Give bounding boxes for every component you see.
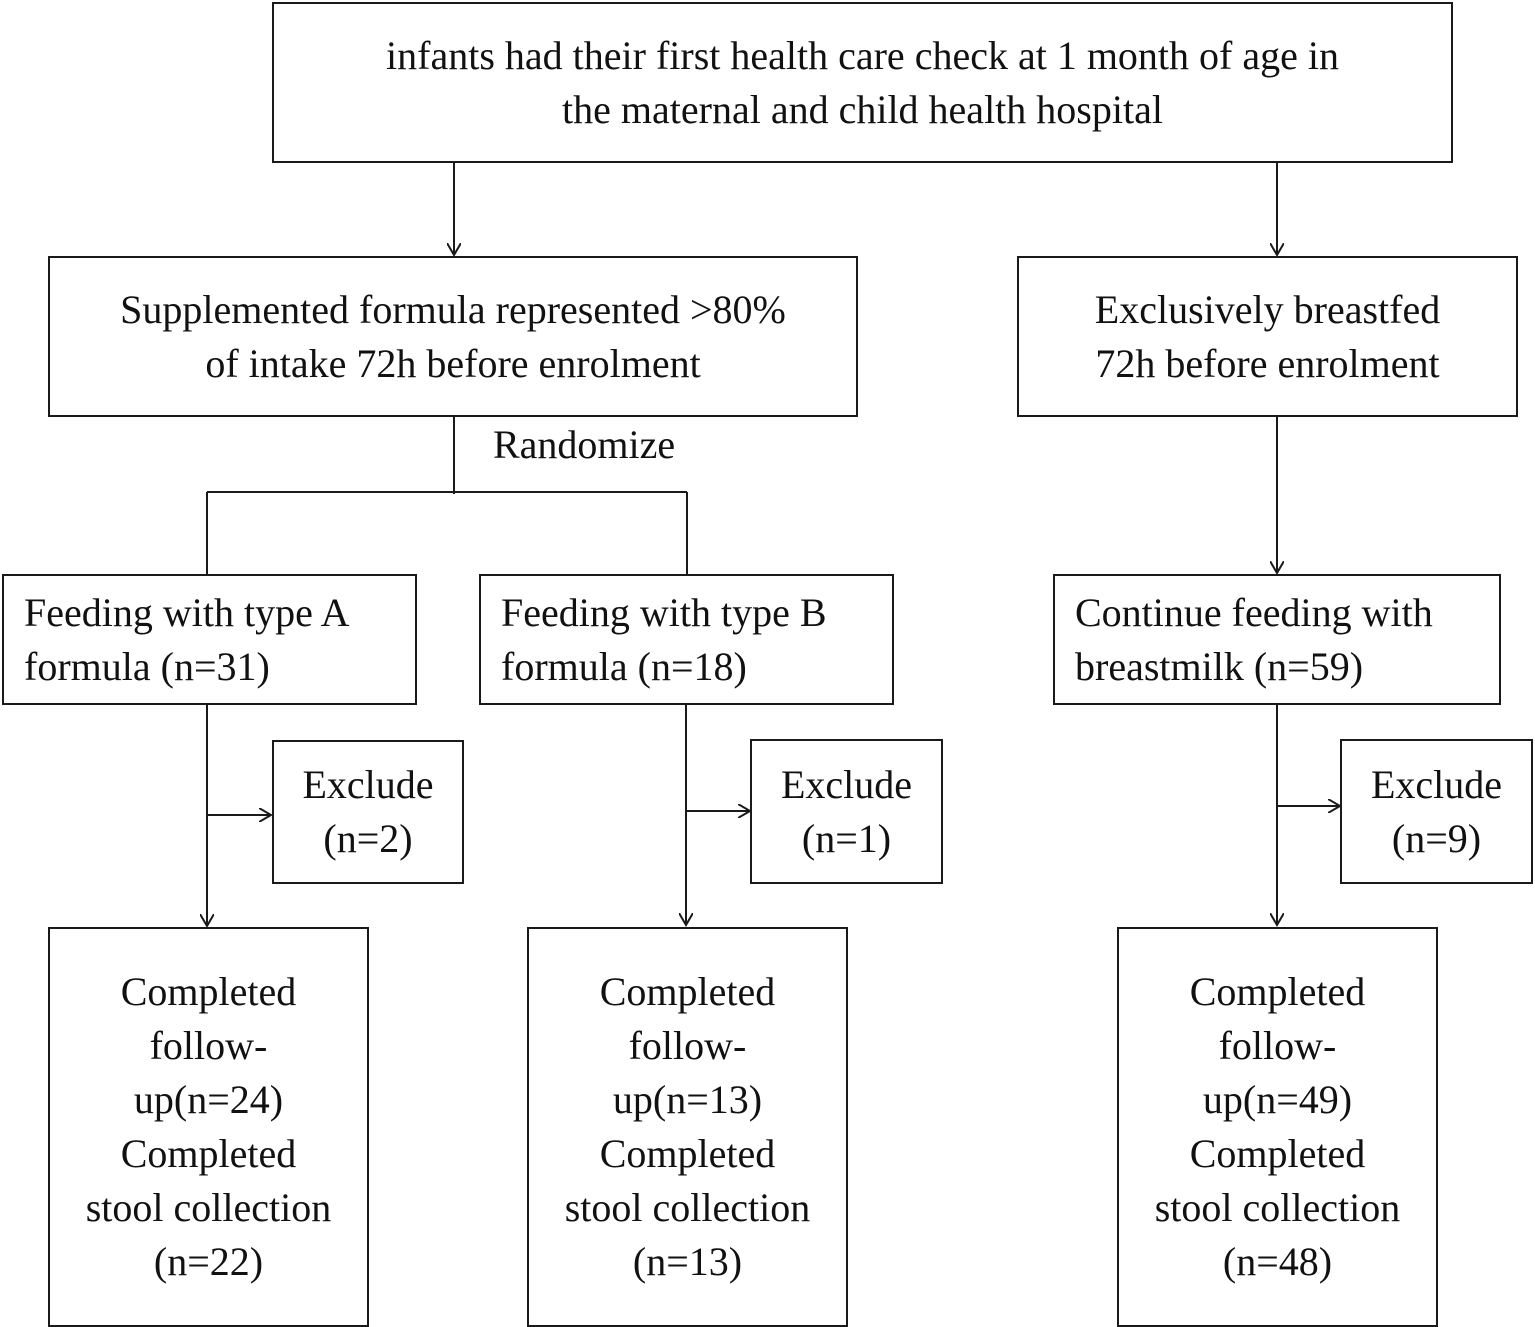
formula-group-line1: Supplemented formula represented >80% bbox=[120, 286, 786, 332]
formula-group-line2: of intake 72h before enrolment bbox=[205, 340, 701, 386]
arm-a-exclude-line1: Exclude bbox=[302, 762, 434, 807]
arm-a-completed-line: follow- bbox=[149, 1023, 268, 1068]
arm-b-feeding-box: Feeding with type B formula (n=18) bbox=[479, 574, 894, 705]
arm-b-completed-line: follow- bbox=[628, 1023, 747, 1068]
randomize-label: Randomize bbox=[493, 422, 676, 467]
arm-b-feeding-line2: formula (n=18) bbox=[501, 643, 747, 689]
arm-b-completed-line: Completed bbox=[599, 969, 776, 1014]
arm-b-completed-box: Completed follow- up(n=13) Completed sto… bbox=[527, 927, 848, 1327]
arm-b-feeding-line1: Feeding with type B bbox=[501, 589, 827, 635]
arm-b-completed-line: stool collection bbox=[564, 1185, 811, 1230]
arm-a-feeding-line2: formula (n=31) bbox=[24, 643, 270, 689]
arm-c-exclude-box: Exclude (n=9) bbox=[1340, 739, 1533, 884]
arm-b-completed-line: (n=13) bbox=[632, 1239, 743, 1284]
arm-b-exclude-line2: (n=1) bbox=[801, 815, 892, 861]
arm-c-feeding-line2: breastmilk (n=59) bbox=[1075, 643, 1364, 689]
arm-c-exclude-line1: Exclude bbox=[1370, 761, 1503, 807]
arm-c-completed-line: (n=48) bbox=[1222, 1239, 1333, 1284]
breastfed-group-line1: Exclusively breastfed bbox=[1094, 286, 1441, 332]
breastfed-group-box: Exclusively breastfed 72h before enrolme… bbox=[1017, 256, 1518, 417]
arm-b-completed-line: Completed bbox=[599, 1131, 776, 1176]
arm-a-exclude-box: Exclude (n=2) bbox=[272, 740, 464, 884]
arm-c-completed-line: stool collection bbox=[1154, 1185, 1401, 1230]
arm-a-completed-line: up(n=24) bbox=[133, 1077, 284, 1122]
arm-c-completed-line: follow- bbox=[1218, 1023, 1337, 1068]
arm-a-completed-line: Completed bbox=[120, 969, 297, 1014]
arm-c-feeding-line1: Continue feeding with bbox=[1075, 589, 1433, 635]
arm-a-feeding-line1: Feeding with type A bbox=[24, 589, 350, 635]
arm-c-completed-line: Completed bbox=[1189, 1131, 1366, 1176]
arm-c-completed-line: Completed bbox=[1189, 969, 1366, 1014]
breastfed-group-line2: 72h before enrolment bbox=[1095, 340, 1440, 386]
arm-a-completed-line: stool collection bbox=[85, 1185, 332, 1230]
arm-b-completed-line: up(n=13) bbox=[612, 1077, 763, 1122]
arm-c-feeding-box: Continue feeding with breastmilk (n=59) bbox=[1053, 574, 1501, 705]
formula-group-box: Supplemented formula represented >80% of… bbox=[48, 256, 858, 417]
arm-b-exclude-line1: Exclude bbox=[780, 761, 913, 807]
arm-c-completed-line: up(n=49) bbox=[1202, 1077, 1353, 1122]
arm-b-exclude-box: Exclude (n=1) bbox=[750, 739, 943, 884]
arm-a-completed-line: (n=22) bbox=[153, 1239, 264, 1284]
infants-first-check-line1: infants had their first health care chec… bbox=[386, 32, 1339, 78]
arm-c-exclude-line2: (n=9) bbox=[1391, 815, 1482, 861]
infants-first-check-line2: the maternal and child health hospital bbox=[562, 86, 1163, 132]
arm-a-completed-line: Completed bbox=[120, 1131, 297, 1176]
arm-a-completed-box: Completed follow- up(n=24) Completed sto… bbox=[48, 927, 369, 1327]
infants-first-check-box: infants had their first health care chec… bbox=[272, 2, 1453, 163]
arm-a-exclude-line2: (n=2) bbox=[323, 816, 413, 861]
arm-c-completed-box: Completed follow- up(n=49) Completed sto… bbox=[1117, 927, 1438, 1327]
arm-a-feeding-box: Feeding with type A formula (n=31) bbox=[2, 574, 417, 705]
